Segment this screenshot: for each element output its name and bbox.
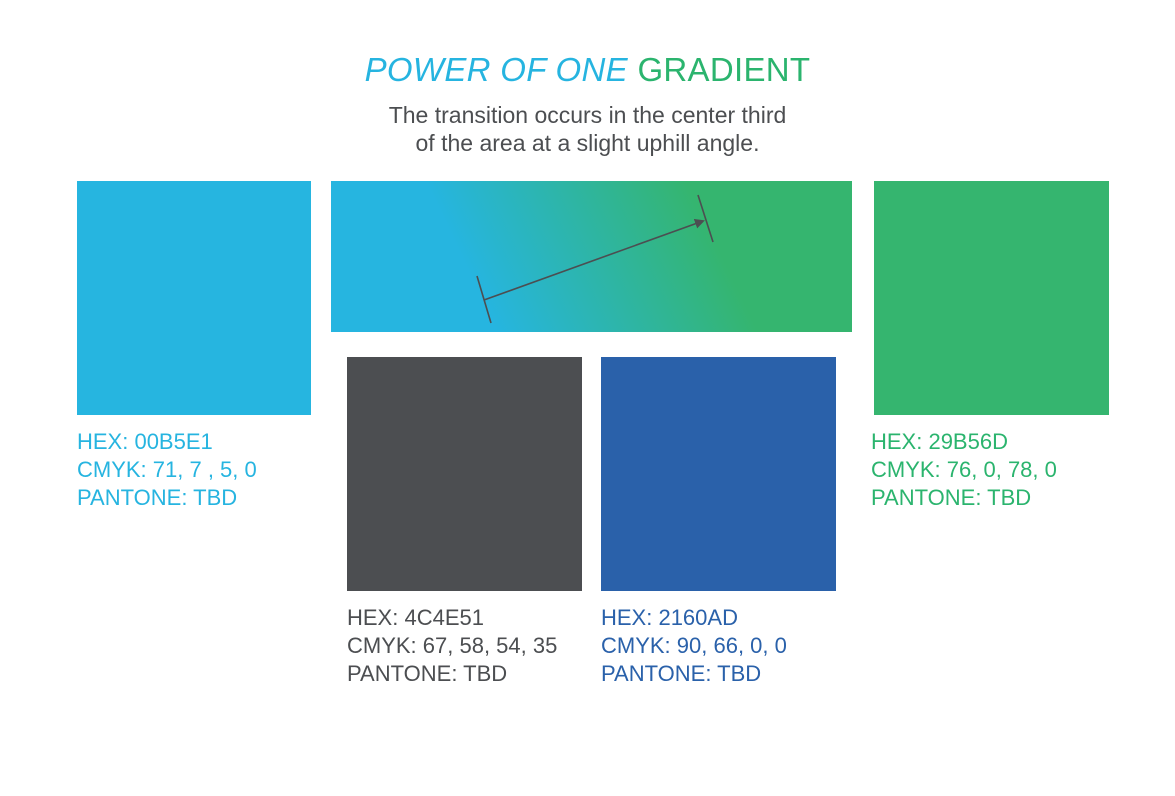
- green-color-specs: HEX: 29B56D CMYK: 76, 0, 78, 0 PANTONE: …: [871, 428, 1057, 512]
- navy-pantone-value: PANTONE: TBD: [601, 661, 762, 686]
- blue-hex-value: HEX: 00B5E1: [77, 429, 213, 454]
- blue-color-specs: HEX: 00B5E1 CMYK: 71, 7 , 5, 0 PANTONE: …: [77, 428, 257, 512]
- gray-color-specs: HEX: 4C4E51 CMYK: 67, 58, 54, 35 PANTONE…: [347, 604, 557, 688]
- gray-cmyk-value: CMYK: 67, 58, 54, 35: [347, 633, 558, 658]
- title-italic-part: POWER OF ONE: [364, 51, 628, 88]
- subtitle-line-2: of the area at a slight uphill angle.: [415, 130, 760, 156]
- page-subtitle: The transition occurs in the center thir…: [0, 101, 1175, 157]
- green-pantone-value: PANTONE: TBD: [871, 485, 1032, 510]
- title-regular-part: GRADIENT: [627, 51, 811, 88]
- navy-hex-value: HEX: 2160AD: [601, 605, 738, 630]
- gray-hex-value: HEX: 4C4E51: [347, 605, 484, 630]
- gradient-illustration: [331, 181, 852, 332]
- page-title: POWER OF ONE GRADIENT: [0, 50, 1175, 90]
- gradient-bar: [331, 181, 852, 332]
- green-color-swatch: [874, 181, 1109, 415]
- blue-cmyk-value: CMYK: 71, 7 , 5, 0: [77, 457, 257, 482]
- green-cmyk-value: CMYK: 76, 0, 78, 0: [871, 457, 1057, 482]
- navy-color-specs: HEX: 2160AD CMYK: 90, 66, 0, 0 PANTONE: …: [601, 604, 787, 688]
- subtitle-line-1: The transition occurs in the center thir…: [388, 102, 787, 128]
- gradient-fill: [331, 181, 852, 332]
- gray-pantone-value: PANTONE: TBD: [347, 661, 508, 686]
- navy-color-swatch: [601, 357, 836, 591]
- gray-color-swatch: [347, 357, 582, 591]
- transition-end-tick: [697, 194, 714, 243]
- green-hex-value: HEX: 29B56D: [871, 429, 1008, 454]
- navy-cmyk-value: CMYK: 90, 66, 0, 0: [601, 633, 787, 658]
- blue-pantone-value: PANTONE: TBD: [77, 485, 238, 510]
- transition-direction-arrow: [483, 219, 705, 301]
- blue-color-swatch: [77, 181, 311, 415]
